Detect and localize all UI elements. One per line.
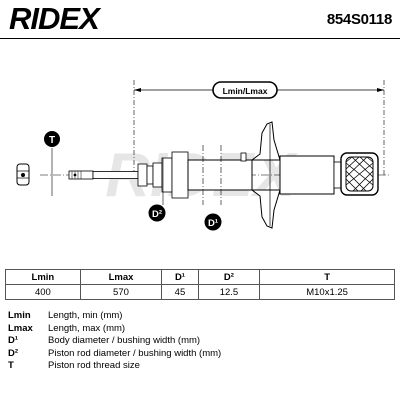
header-divider [0, 38, 400, 39]
callout-d2: D² [148, 158, 166, 222]
callout-t-label: T [49, 135, 55, 146]
callout-t: T [44, 131, 60, 196]
length-dimension: Lmin/Lmax [133, 80, 385, 175]
shock-absorber-drawing: RIDEX Lmin/Lmax [0, 64, 400, 264]
brand-logo: RIDEX [9, 1, 129, 38]
legend-key: D² [8, 347, 19, 359]
lower-tube [279, 155, 335, 195]
legend-desc: Piston rod diameter / bushing width (mm) [48, 347, 222, 359]
specs-header-lmax: Lmax [79, 269, 163, 285]
part-number: 854S0118 [326, 11, 392, 28]
specs-value-lmin: 400 [5, 284, 81, 300]
legend-desc: Piston rod thread size [48, 360, 140, 371]
specs-header-row: Lmin Lmax D¹ D² T [5, 269, 395, 285]
legend-row-lmax: Lmax Length, max (mm) [8, 323, 221, 336]
legend-row-t: T Piston rod thread size [8, 360, 221, 373]
callout-d1-label: D¹ [208, 218, 218, 229]
piston-rod [92, 171, 139, 179]
bottom-bushing [333, 152, 379, 196]
legend-row-d2: D² Piston rod diameter / bushing width (… [8, 348, 221, 361]
specs-header-lmin: Lmin [5, 269, 81, 285]
legend-row-d1: D¹ Body diameter / bushing width (mm) [8, 335, 221, 348]
legend-desc: Length, max (mm) [48, 322, 126, 334]
specs-header-t: T [259, 269, 395, 285]
piston-rod-thread [68, 170, 94, 180]
specs-header-d1: D¹ [161, 269, 199, 285]
brand-logo-text: RIDEX [9, 3, 102, 33]
damper-body [187, 145, 253, 205]
legend-key: Lmin [8, 310, 31, 321]
callout-d2-label: D² [152, 209, 162, 220]
specs-value-row: 400 570 45 12.5 M10x1.25 [5, 284, 395, 300]
mounting-bracket [250, 121, 281, 229]
legend-desc: Length, min (mm) [48, 310, 123, 321]
legend-key: D¹ [8, 335, 19, 346]
legend: Lmin Length, min (mm) Lmax Length, max (… [8, 310, 221, 373]
specs-header-d2: D² [197, 269, 261, 285]
nut [16, 163, 30, 186]
specs-value-d1: 45 [161, 284, 199, 300]
specs-value-t: M10x1.25 [259, 284, 395, 300]
legend-desc: Body diameter / bushing width (mm) [48, 335, 201, 346]
legend-key: T [8, 360, 14, 371]
legend-key: Lmax [8, 322, 33, 334]
legend-row-lmin: Lmin Length, min (mm) [8, 310, 221, 323]
specs-value-lmax: 570 [79, 284, 163, 300]
length-dimension-label: Lmin/Lmax [223, 86, 268, 96]
specs-table: Lmin Lmax D¹ D² T 400 570 45 12.5 M10x1.… [5, 269, 395, 300]
callout-d1: D¹ [204, 213, 222, 231]
specs-value-d2: 12.5 [197, 284, 261, 300]
